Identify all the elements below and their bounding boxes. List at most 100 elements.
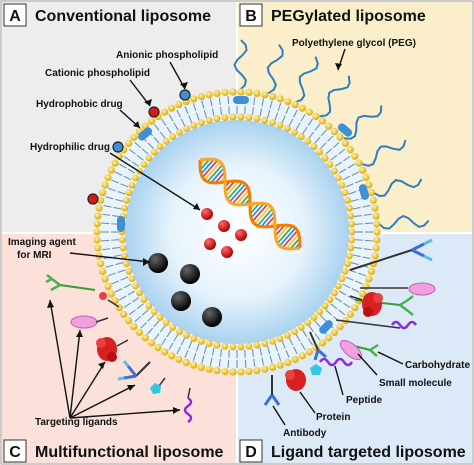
lipid-head bbox=[190, 95, 198, 103]
lipid-tail bbox=[218, 97, 221, 106]
lipid-head bbox=[156, 314, 164, 321]
lipid-head bbox=[182, 358, 190, 367]
lipid-head bbox=[245, 114, 253, 122]
lipid-tail bbox=[334, 297, 343, 303]
lipid-tail bbox=[253, 97, 256, 106]
lipid-head bbox=[325, 122, 333, 130]
lipid-head bbox=[169, 323, 177, 331]
lipid-head bbox=[268, 92, 277, 101]
lipid-head bbox=[168, 352, 176, 360]
lipid-tail bbox=[153, 320, 160, 328]
lipid-tail bbox=[295, 122, 301, 131]
lipid-tail bbox=[115, 262, 124, 266]
lipid-tail bbox=[338, 168, 347, 174]
lipid-head bbox=[94, 244, 102, 252]
lipid-head bbox=[269, 119, 276, 127]
peptide-ligand bbox=[335, 319, 418, 330]
mri-particle bbox=[148, 253, 168, 273]
lipid-tail bbox=[354, 223, 363, 225]
lipid-head bbox=[310, 143, 318, 150]
lipid-tail bbox=[314, 320, 321, 328]
lipid-tail bbox=[277, 103, 282, 111]
targeting-ligands-right bbox=[263, 238, 436, 406]
lipid-tail bbox=[325, 148, 333, 155]
lipid-tail bbox=[307, 338, 314, 346]
lipid-head bbox=[162, 319, 170, 327]
lipid-tail bbox=[363, 213, 372, 216]
lipid-head bbox=[221, 88, 229, 97]
lipid-head bbox=[351, 304, 359, 312]
drug-dot bbox=[221, 246, 233, 258]
lipid-head bbox=[104, 173, 112, 182]
lipid-head bbox=[362, 282, 370, 291]
lipid-head bbox=[237, 88, 245, 96]
label-small-molecule: Small molecule bbox=[379, 378, 452, 389]
lipid-tail bbox=[118, 163, 127, 169]
lipid-tail bbox=[362, 204, 371, 208]
peg-chain bbox=[361, 139, 407, 167]
lipid-tail bbox=[300, 113, 306, 122]
lipid-tail bbox=[211, 347, 215, 356]
lipid-head bbox=[304, 137, 312, 145]
lipid-head bbox=[190, 361, 198, 369]
lipid-tail bbox=[227, 359, 230, 368]
lipid-head bbox=[305, 108, 313, 116]
lipid-tail bbox=[330, 303, 338, 310]
peg-chain bbox=[343, 105, 383, 140]
lipid-head bbox=[261, 365, 269, 373]
lipid-tail bbox=[354, 239, 363, 241]
lipid-tail bbox=[267, 110, 271, 119]
lipid-tail bbox=[338, 309, 346, 316]
lipid-head bbox=[298, 352, 306, 360]
dna-base-pair bbox=[214, 171, 226, 184]
lipid-head bbox=[237, 368, 245, 376]
quadrant-a-letter: A bbox=[9, 8, 21, 25]
lipid-head bbox=[156, 143, 164, 150]
lipid-head bbox=[348, 228, 356, 236]
lipid-head bbox=[229, 88, 237, 96]
lipid-tail bbox=[115, 198, 124, 202]
lipid-head bbox=[205, 365, 213, 373]
lipid-tail bbox=[188, 340, 193, 349]
mri-agents bbox=[148, 253, 222, 327]
lipid-tail bbox=[352, 254, 361, 258]
peg-chain bbox=[373, 178, 423, 198]
lipid-tail bbox=[114, 288, 123, 293]
dna-base-pair bbox=[275, 224, 290, 241]
lipid-tail bbox=[195, 343, 200, 352]
arrow-peptide bbox=[334, 365, 344, 396]
lipid-tail bbox=[209, 98, 213, 107]
lipid-head bbox=[169, 133, 177, 141]
mri-particle bbox=[180, 264, 200, 284]
lipid-tail bbox=[203, 345, 207, 354]
lipid-head bbox=[161, 108, 169, 116]
lipid-tail bbox=[117, 190, 126, 195]
lipid-head bbox=[198, 337, 205, 345]
lipid-head bbox=[130, 323, 138, 331]
lipid-tail bbox=[120, 276, 129, 281]
lipid-tail bbox=[345, 276, 354, 281]
lipid-tail bbox=[111, 239, 120, 241]
lipid-tail bbox=[363, 248, 372, 251]
lipid-tail bbox=[358, 272, 366, 277]
lipid-tail bbox=[307, 118, 314, 126]
carbohydrate-ligand bbox=[45, 274, 96, 292]
lipid-head bbox=[338, 181, 346, 189]
dna-base-pair bbox=[210, 167, 225, 184]
lipid-head bbox=[245, 342, 253, 350]
lipid-tail bbox=[120, 183, 129, 188]
lipid-head bbox=[341, 139, 349, 147]
lipid-tail bbox=[159, 325, 166, 333]
lipid-head bbox=[253, 115, 261, 123]
lipid-head bbox=[136, 289, 143, 297]
label-anionic: Anionic phospholipid bbox=[116, 50, 218, 61]
quadrant-c-title: Multifunctional liposome bbox=[35, 444, 224, 461]
lipid-head bbox=[147, 117, 156, 125]
lipid-tail bbox=[166, 329, 172, 338]
dna-helix bbox=[198, 157, 302, 251]
lipid-tail bbox=[244, 106, 246, 115]
lipid-head bbox=[369, 196, 377, 204]
lipid-head bbox=[229, 368, 237, 376]
label-targeting: Targeting ligands bbox=[35, 417, 118, 428]
